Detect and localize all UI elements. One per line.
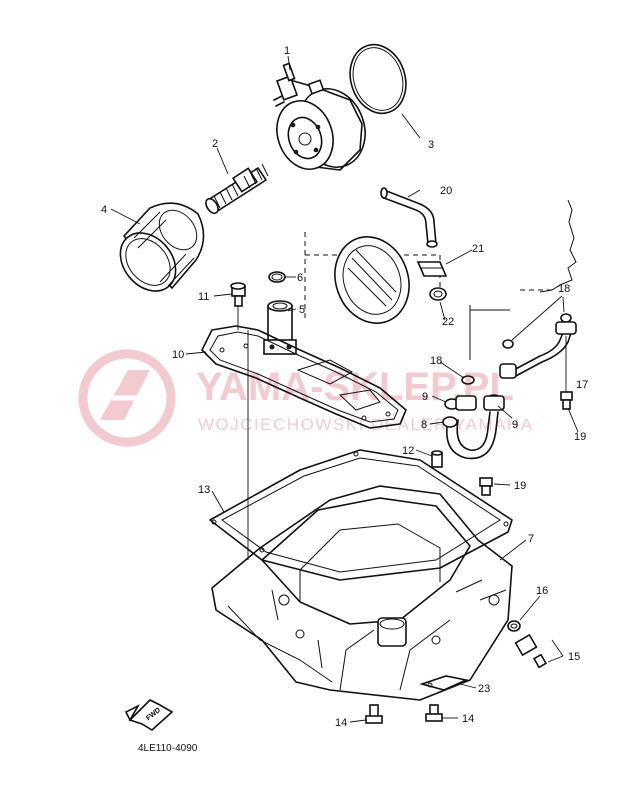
- callout-19b: 19: [514, 480, 526, 492]
- diagram-code: 4LE110-4090: [138, 743, 198, 754]
- callout-labels: 1 2 3 4 5 6 7 8 9 9 10 11 12 13 14 14 15…: [101, 45, 588, 729]
- callout-16: 16: [536, 585, 548, 597]
- leader-lines: [110, 55, 579, 723]
- bolt-19-lower: [479, 477, 493, 496]
- callout-22: 22: [442, 316, 454, 328]
- fwd-arrow: FWD: [124, 699, 174, 731]
- clamp-21: [416, 261, 448, 277]
- callout-19a: 19: [574, 431, 586, 443]
- callout-3: 3: [428, 139, 434, 151]
- drain-bolt-15: [514, 633, 548, 669]
- callout-9a: 9: [422, 391, 428, 403]
- callout-18a: 18: [558, 283, 570, 295]
- oil-cooler: [273, 62, 366, 171]
- dowel-pin-12: [431, 450, 443, 468]
- callout-2: 2: [212, 138, 218, 150]
- callout-20: 20: [440, 185, 452, 197]
- callout-15: 15: [568, 651, 580, 663]
- callout-6: 6: [297, 272, 303, 284]
- callout-13: 13: [198, 484, 210, 496]
- washer-16: [507, 620, 521, 632]
- o-ring-small: [268, 271, 286, 283]
- callout-14b: 14: [462, 713, 474, 725]
- callout-11: 11: [198, 291, 209, 303]
- washer-22: [429, 287, 447, 301]
- oil-pipe-8: [442, 395, 505, 460]
- callout-1: 1: [284, 45, 290, 57]
- callout-7: 7: [528, 533, 534, 545]
- oil-pan: [211, 330, 513, 701]
- callout-14a: 14: [335, 717, 347, 729]
- callout-10: 10: [172, 349, 184, 361]
- o-ring-18-lower: [461, 375, 475, 385]
- bolt-14-left: [365, 704, 383, 724]
- callout-21: 21: [472, 243, 484, 255]
- bolt-19-upper: [560, 391, 573, 410]
- callout-9b: 9: [512, 419, 518, 431]
- union-bolt: [205, 163, 269, 215]
- callout-4: 4: [101, 204, 107, 216]
- callout-5: 5: [299, 304, 305, 316]
- oil-pipe-17: [499, 321, 577, 392]
- oil-pump-rotor: [334, 236, 410, 324]
- oil-pan-gasket: [209, 449, 513, 581]
- callout-23: 23: [478, 683, 490, 695]
- callout-17: 17: [576, 379, 588, 391]
- bracket-23: [419, 675, 469, 691]
- bolt-14-right: [425, 704, 443, 722]
- bolt-11: [230, 282, 246, 330]
- oil-filter: [119, 202, 205, 292]
- o-ring-large: [349, 43, 407, 115]
- callout-18b: 18: [430, 355, 442, 367]
- watermark-logo: [78, 349, 176, 447]
- strainer-gasket: [201, 325, 407, 429]
- callout-8: 8: [421, 419, 427, 431]
- breather-pipe: [380, 187, 438, 248]
- callout-12: 12: [402, 445, 414, 457]
